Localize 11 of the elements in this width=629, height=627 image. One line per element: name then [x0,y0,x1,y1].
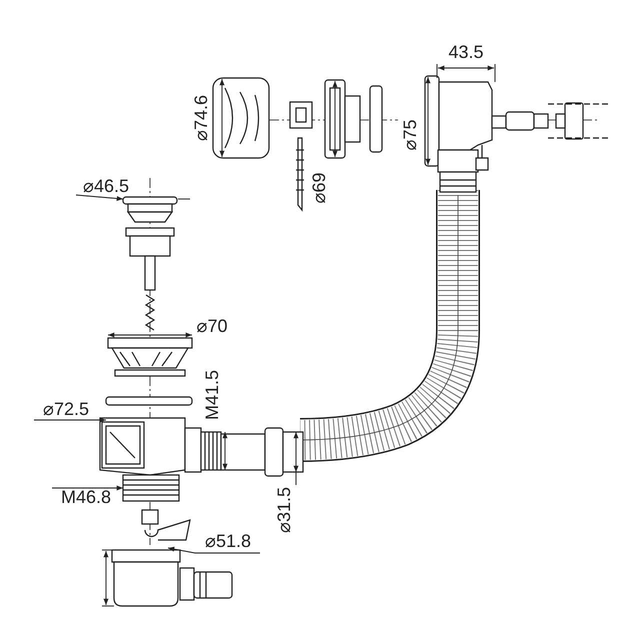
dimension-label: ⌀74.6 [192,94,210,142]
dimension-label: ⌀46.5 [82,177,130,195]
dimension-label: M41.5 [203,370,221,420]
dimension-label: M46.8 [60,488,112,506]
dimension-label: ⌀51.8 [204,532,252,550]
dimension-label: 43.5 [448,43,484,61]
dimension-label: ⌀70 [196,317,228,335]
dimension-label: ⌀69 [310,172,328,204]
dimension-label: ⌀75 [401,119,419,151]
dimension-label: ⌀31.5 [275,486,293,534]
dimension-label: ⌀72.5 [42,400,90,418]
